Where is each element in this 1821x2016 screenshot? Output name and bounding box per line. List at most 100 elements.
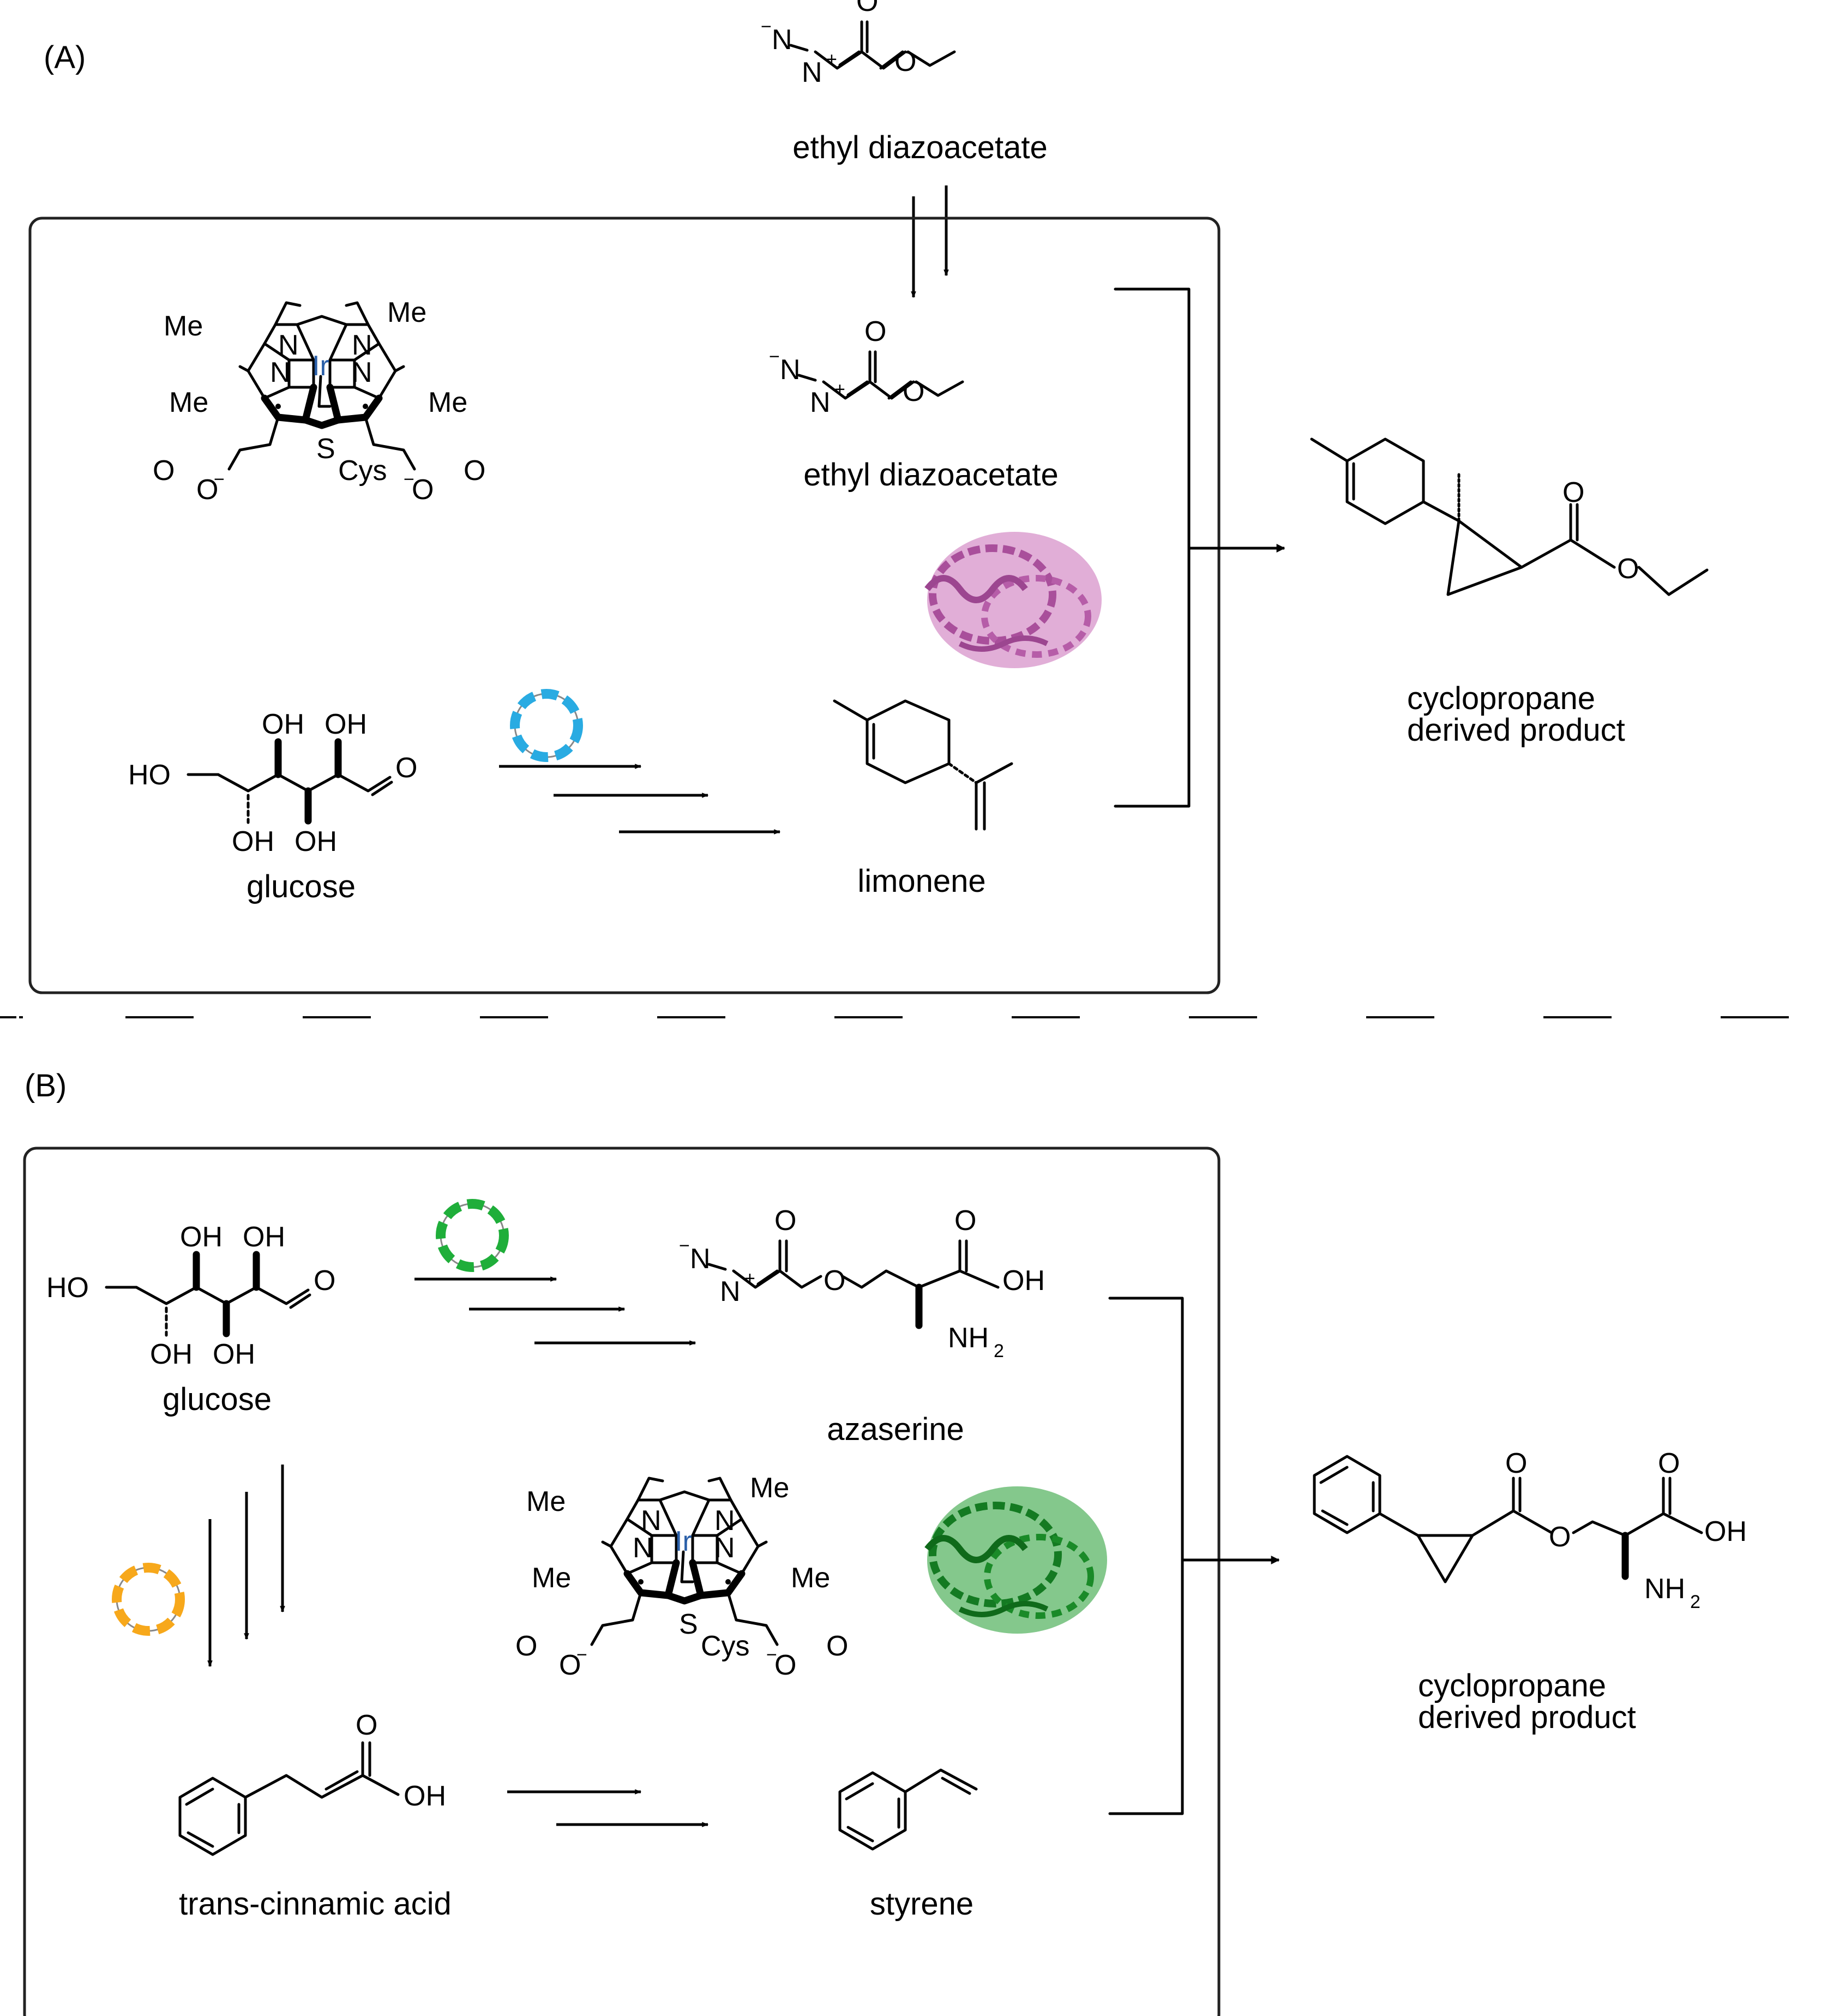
diazo-a-inner-name: ethyl diazoacetate	[803, 457, 1059, 493]
svg-text:−: −	[761, 16, 772, 37]
svg-text:Me: Me	[387, 297, 426, 328]
svg-text:Me: Me	[428, 387, 467, 418]
svg-text:OH: OH	[324, 709, 367, 740]
cinnamic-acid-name: trans-cinnamic acid	[179, 1886, 452, 1922]
limonene-name: limonene	[857, 863, 985, 899]
svg-text:N: N	[802, 57, 822, 88]
svg-text:O: O	[903, 376, 924, 407]
svg-text:+: +	[834, 379, 845, 400]
azaserine-structure: N N − + O O O OH NH 2	[679, 1205, 1045, 1361]
svg-text:O: O	[515, 1630, 537, 1662]
svg-text:OH: OH	[1704, 1516, 1747, 1547]
svg-text:O: O	[1617, 553, 1639, 585]
metal-a: Ir	[312, 350, 329, 382]
svg-text:O: O	[774, 1205, 796, 1237]
svg-text:O: O	[1549, 1521, 1571, 1553]
svg-text:O: O	[559, 1649, 581, 1681]
plasmid-a-icon	[515, 694, 578, 757]
svg-text:HO: HO	[128, 759, 171, 791]
svg-text:O: O	[1505, 1448, 1527, 1479]
svg-text:OH: OH	[213, 1339, 255, 1370]
svg-text:OH: OH	[232, 826, 274, 857]
diazo-a-top-name: ethyl diazoacetate	[792, 130, 1048, 165]
svg-text:N: N	[772, 24, 792, 56]
svg-text:O: O	[774, 1649, 796, 1681]
svg-text:−: −	[679, 1235, 690, 1256]
svg-text:N: N	[270, 357, 291, 388]
panel-b-tag: (B)	[25, 1068, 67, 1103]
svg-text:N: N	[810, 387, 831, 418]
svg-text:S: S	[316, 433, 335, 465]
svg-text:−: −	[576, 1645, 587, 1665]
enzyme-a-graphic	[924, 532, 1102, 668]
plasmid-b1-icon	[441, 1204, 504, 1267]
svg-text:−: −	[404, 469, 414, 490]
cofactor-a-structure: Ir N N N N Me Me Me Me S Cys O O − O − O	[153, 297, 485, 506]
limonene-structure	[833, 699, 1013, 831]
svg-text:O: O	[314, 1265, 335, 1297]
product-b-structure: O O O OH NH 2	[1314, 1448, 1747, 1612]
svg-text:+: +	[744, 1268, 755, 1289]
svg-text:Me: Me	[791, 1562, 830, 1594]
svg-text:N: N	[278, 329, 299, 361]
diazo-a-top-structure: N N − + O O	[761, 0, 954, 88]
glucose-a-structure: HO OH OH OH OH O	[128, 709, 417, 857]
bracket-a	[1114, 287, 1191, 808]
svg-text:OH: OH	[295, 826, 337, 857]
svg-text:O: O	[196, 474, 218, 506]
ligand-b: Cys	[701, 1630, 750, 1662]
svg-text:O: O	[826, 1630, 848, 1662]
bracket-b	[1108, 1297, 1184, 1815]
svg-text:NH: NH	[948, 1322, 989, 1354]
product-a-structure: O O	[1310, 437, 1709, 596]
svg-text:O: O	[856, 0, 878, 17]
product-b-name-line1: cyclopropane	[1418, 1668, 1606, 1703]
svg-text:OH: OH	[262, 709, 304, 740]
panel-a-frame	[28, 217, 1221, 994]
svg-text:Me: Me	[164, 310, 203, 342]
svg-text:N: N	[720, 1276, 741, 1307]
svg-text:O: O	[864, 316, 886, 347]
svg-text:N: N	[633, 1532, 653, 1564]
svg-text:O: O	[153, 455, 175, 487]
svg-text:N: N	[352, 357, 372, 388]
svg-text:O: O	[464, 455, 485, 487]
ligand-a: Cys	[338, 455, 387, 487]
svg-text:S: S	[679, 1609, 698, 1640]
svg-text:Me: Me	[169, 387, 208, 418]
svg-text:N: N	[780, 354, 801, 386]
svg-text:O: O	[356, 1709, 377, 1741]
styrene-structure	[840, 1768, 978, 1849]
svg-text:N: N	[714, 1505, 735, 1537]
product-a-name-line1: cyclopropane	[1407, 681, 1595, 716]
cofactor-b-structure: Ir N N N N Me Me Me Me S Cys O O − O − O	[515, 1472, 848, 1681]
svg-text:−: −	[214, 469, 225, 490]
svg-text:−: −	[766, 1645, 777, 1665]
svg-text:N: N	[690, 1243, 711, 1275]
svg-text:−: −	[769, 346, 780, 367]
svg-text:O: O	[1658, 1448, 1680, 1479]
metal-b: Ir	[675, 1526, 692, 1557]
svg-text:O: O	[954, 1205, 976, 1237]
svg-text:Me: Me	[750, 1472, 789, 1504]
cinnamic-acid-structure: O OH	[180, 1709, 446, 1855]
svg-text:O: O	[824, 1265, 845, 1297]
svg-text:O: O	[894, 46, 916, 77]
svg-text:OH: OH	[180, 1221, 223, 1253]
svg-text:O: O	[1562, 477, 1584, 508]
diazo-a-inner-structure: N N − + O O	[769, 316, 963, 418]
svg-text:OH: OH	[150, 1339, 193, 1370]
styrene-name: styrene	[870, 1886, 973, 1922]
product-b-name-line2: derived product	[1418, 1700, 1636, 1735]
svg-text:OH: OH	[243, 1221, 285, 1253]
svg-text:N: N	[641, 1505, 662, 1537]
svg-text:+: +	[826, 49, 837, 70]
svg-text:O: O	[395, 752, 417, 784]
svg-text:HO: HO	[46, 1272, 89, 1304]
glucose-a-name: glucose	[247, 869, 356, 904]
svg-text:OH: OH	[404, 1780, 446, 1812]
svg-text:N: N	[714, 1532, 735, 1564]
panel-b-frame	[23, 1147, 1221, 2016]
svg-text:O: O	[412, 474, 434, 506]
